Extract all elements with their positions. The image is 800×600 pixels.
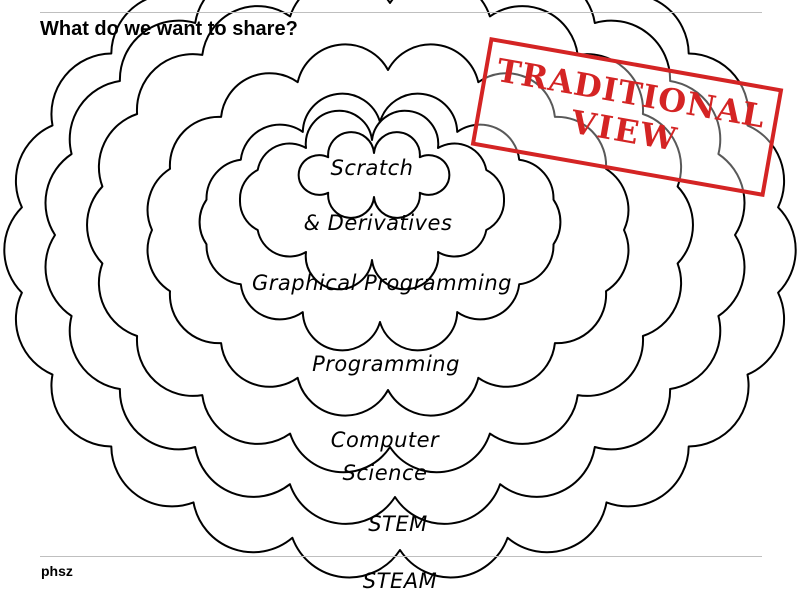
layer-label-stem: STEM	[368, 512, 428, 536]
top-divider	[40, 12, 762, 13]
layer-label-derivatives: & Derivatives	[303, 211, 453, 235]
layer-label-computer-science: Computer Science	[330, 428, 440, 485]
bottom-divider	[40, 556, 762, 557]
slide-title: What do we want to share?	[40, 18, 298, 40]
layer-label-scratch: Scratch	[330, 156, 414, 180]
layer-label-graphical-programming: Graphical Programming	[251, 271, 513, 295]
layer-label-programming: Programming	[312, 352, 460, 376]
cloud-scratch	[297, 131, 451, 219]
footer-label: phsz	[41, 563, 73, 579]
layer-label-steam: STEAM	[362, 569, 438, 593]
